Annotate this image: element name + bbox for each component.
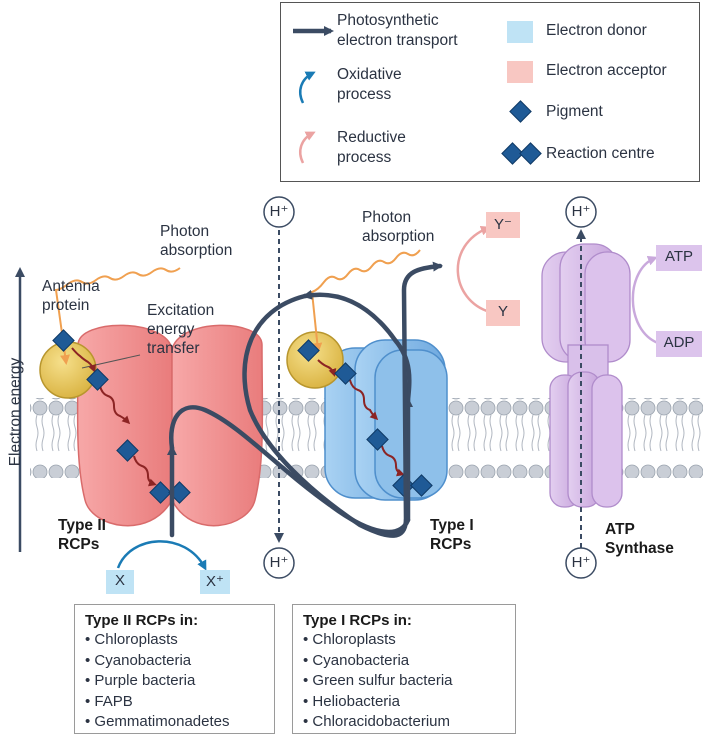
- list-item: Green sulfur bacteria: [303, 671, 505, 692]
- reaction-centre-icon-2: [519, 142, 542, 165]
- proton-top-left: H⁺: [269, 203, 289, 220]
- legend-reaction-centre-label: Reaction centre: [546, 145, 655, 162]
- list-item: Gemmatimonadetes: [85, 712, 264, 733]
- reaction-centre-icon: [501, 142, 524, 165]
- legend-oxidative-label: Oxidative process: [337, 66, 402, 103]
- x-plus-chip: [200, 570, 230, 594]
- photon-absorption-right-label: Photon absorption: [362, 209, 435, 245]
- legend-reductive-label: Reductive process: [337, 129, 406, 166]
- legend-pigment-label: Pigment: [546, 103, 603, 120]
- legend-icons: [293, 21, 542, 165]
- donor-swatch: [507, 21, 533, 43]
- antenna-protein-label: Antenna protein: [42, 278, 100, 314]
- y-minus-chip: [486, 212, 520, 238]
- adp-label: ADP: [663, 334, 695, 351]
- legend-donor-label: Electron donor: [546, 22, 647, 39]
- reductive-arrow-icon: [299, 131, 316, 164]
- pigments: [52, 329, 389, 462]
- photon-right: [310, 249, 421, 353]
- legend-transport-label: Photosynthetic electron transport: [337, 12, 458, 49]
- acceptor-swatch: [507, 61, 533, 83]
- list-item: FAPB: [85, 692, 264, 713]
- y-chip: [486, 300, 520, 326]
- proton-circle-top-right: [565, 196, 597, 228]
- list-item: Purple bacteria: [85, 671, 264, 692]
- proton-top-right: H⁺: [571, 203, 591, 220]
- atp-synthase: [541, 243, 631, 508]
- type2-label: Type II RCPs: [58, 517, 106, 553]
- energy-transfer-right: [317, 359, 405, 477]
- y-minus-label: Y⁻: [494, 216, 512, 233]
- adp-atp-arrow: [631, 255, 659, 345]
- x-plus-label: X⁺: [206, 573, 224, 590]
- list-item: Chloroplasts: [303, 630, 505, 651]
- photon-left: [54, 267, 181, 365]
- electron-energy-label: Electron energy: [7, 357, 24, 467]
- type1-box-title: Type I RCPs in:: [303, 612, 412, 629]
- antenna-protein-left: [39, 341, 97, 399]
- list-item: Chloracidobacterium: [303, 712, 505, 733]
- oxidative-arrow: [116, 540, 207, 571]
- list-item: Heliobacteria: [303, 692, 505, 713]
- x-chip: [106, 570, 134, 594]
- excitation-transfer-label: Excitation energy transfer: [147, 302, 215, 357]
- proton-circle-bottom-left: [263, 547, 295, 579]
- y-label: Y: [497, 303, 508, 320]
- x-label: X: [114, 572, 125, 589]
- type2-organisms-box: Type II RCPs in: Chloroplasts Cyanobacte…: [74, 604, 275, 734]
- list-item: Cyanobacteria: [303, 651, 505, 672]
- photon-absorption-left-label: Photon absorption: [160, 223, 233, 259]
- antenna-protein-right: [286, 331, 344, 389]
- list-item: Cyanobacteria: [85, 651, 264, 672]
- adp-chip: [656, 331, 702, 357]
- proton-bottom-left: H⁺: [269, 554, 289, 571]
- energy-transfer-left: [71, 347, 157, 487]
- type1-label: Type I RCPs: [430, 517, 474, 553]
- atp-synthase-label: ATP Synthase: [605, 521, 674, 557]
- type1-protein: [324, 339, 448, 501]
- proton-circle-bottom-right: [565, 547, 597, 579]
- legend: Photosynthetic electron transport Oxidat…: [280, 2, 700, 182]
- oxidative-arrow-icon: [299, 71, 316, 104]
- list-item: Chloroplasts: [85, 630, 264, 651]
- electron-transport-path: [167, 261, 443, 538]
- proton-bottom-right: H⁺: [571, 554, 591, 571]
- type1-organisms-box: Type I RCPs in: Chloroplasts Cyanobacter…: [292, 604, 516, 734]
- atp-chip: [656, 245, 702, 271]
- legend-acceptor-label: Electron acceptor: [546, 62, 667, 79]
- proton-circle-top-left: [263, 196, 295, 228]
- pigment-icon: [509, 100, 532, 123]
- type2-box-title: Type II RCPs in:: [85, 612, 199, 629]
- atp-label: ATP: [664, 248, 694, 265]
- reductive-arrow: [456, 225, 491, 314]
